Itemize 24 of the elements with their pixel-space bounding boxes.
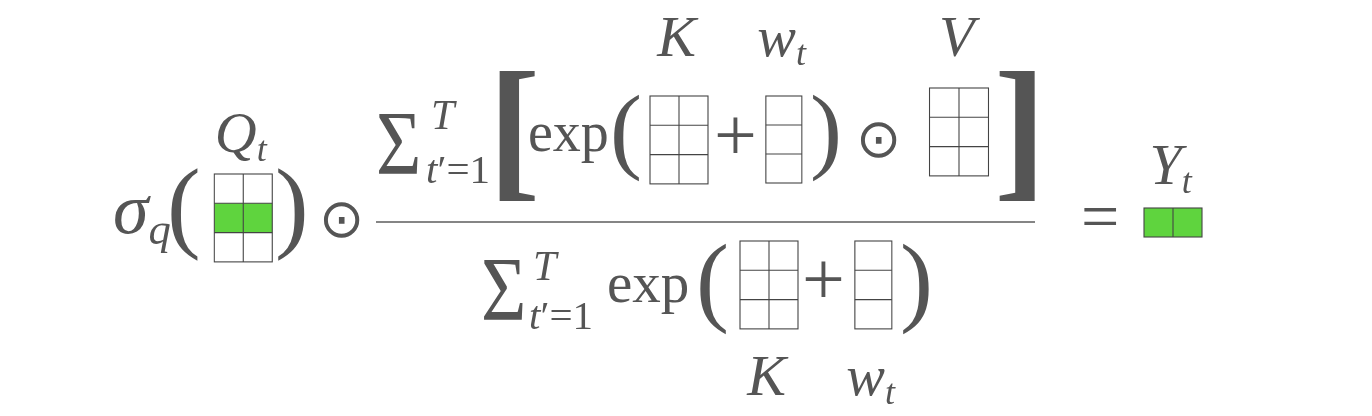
- hadamard-operator: ⊙: [856, 112, 902, 166]
- plus-sign: +: [714, 96, 757, 172]
- sum-upper-limit: T: [533, 245, 560, 287]
- matrix-label: K: [743, 346, 795, 405]
- matrix-label: w$_{t}$: [756, 8, 808, 66]
- sum-lower-limit: t′=1: [529, 295, 593, 336]
- matrix-label: V: [935, 8, 983, 66]
- right-parenthesis: ): [810, 75, 842, 183]
- plus-sign: +: [802, 240, 845, 316]
- matrix-label: w$_{t}$: [845, 346, 897, 405]
- right-parenthesis: ): [900, 225, 933, 336]
- sum-upper-limit: T: [431, 94, 458, 136]
- equals-sign: =: [1081, 182, 1120, 250]
- right-bracket: ]: [994, 40, 1047, 216]
- hadamard-operator: ⊙: [319, 192, 365, 246]
- left-parenthesis: (: [610, 75, 642, 183]
- matrix-label: Q$_{t}$: [213, 104, 269, 162]
- left-parenthesis: (: [696, 225, 729, 336]
- sum-symbol: Σ: [481, 243, 527, 335]
- sum-symbol: Σ: [376, 97, 422, 189]
- matrix-label: Y$_{t}$: [1148, 136, 1194, 194]
- sum-lower-limit: t′=1: [426, 149, 490, 190]
- matrix-label: K: [653, 8, 705, 66]
- right-parenthesis: ): [275, 149, 309, 263]
